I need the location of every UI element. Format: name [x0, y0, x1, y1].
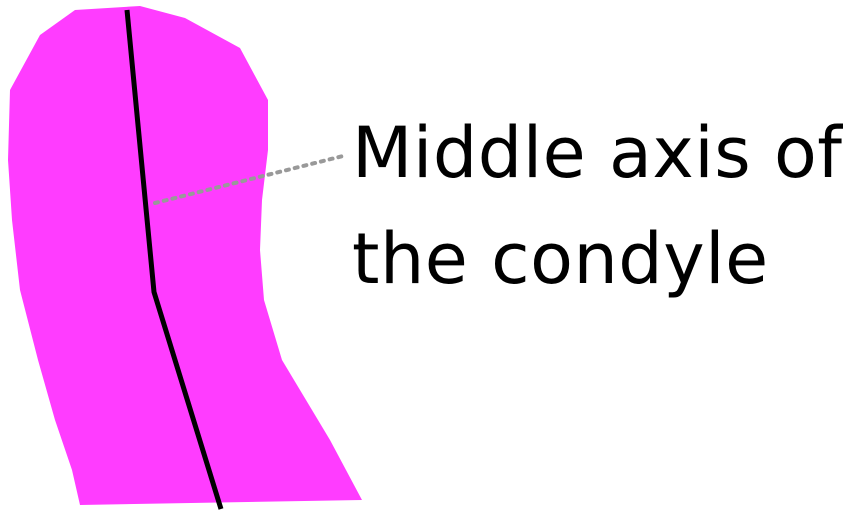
axis-label-line-2: the condyle [352, 224, 769, 294]
axis-label-line-1: Middle axis of [352, 118, 842, 188]
condyle-shape [8, 6, 362, 505]
